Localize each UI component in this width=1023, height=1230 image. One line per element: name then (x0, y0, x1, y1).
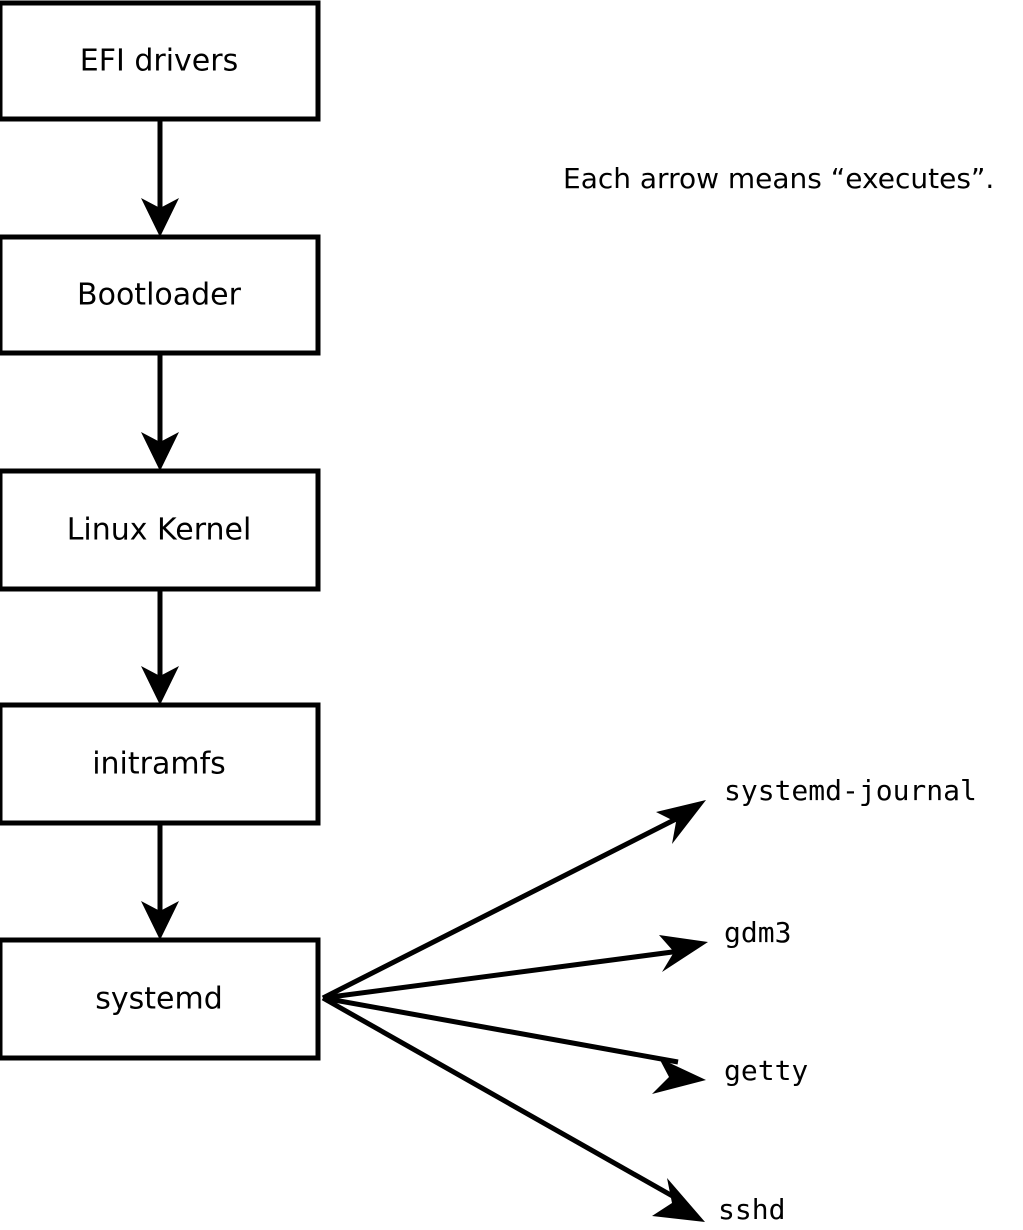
arrow-systemd-to-gdm3 (322, 935, 708, 1001)
service-label-systemd-journal: systemd-journal (724, 774, 977, 807)
boot-chain-group: EFI drivers Bootloader Linux Kernel init… (0, 0, 321, 1061)
arrow-head-icon (141, 198, 179, 237)
linux-kernel-label: Linux Kernel (67, 513, 252, 548)
systemd-box[interactable] (0, 937, 321, 1061)
node-bootloader[interactable]: Bootloader (0, 234, 321, 356)
arrow-head-icon (656, 800, 706, 844)
node-linux-kernel[interactable]: Linux Kernel (0, 468, 321, 592)
arrow-initramfs-to-systemd (141, 823, 179, 940)
systemd-fanout-group (321, 800, 708, 1222)
efi-drivers-box[interactable] (0, 0, 321, 122)
service-label-sshd: sshd (718, 1193, 785, 1226)
arrow-shaft (322, 948, 681, 1001)
arrow-systemd-to-getty (322, 995, 706, 1094)
arrow-linux-kernel-to-initramfs (141, 589, 179, 705)
bootloader-label: Bootloader (77, 278, 242, 313)
arrow-systemd-to-sshd (321, 995, 705, 1222)
bootloader-box[interactable] (0, 234, 321, 356)
diagram-caption: Each arrow means “executes”. (563, 162, 994, 195)
arrow-bootloader-to-linux-kernel (141, 353, 179, 471)
systemd-label: systemd (95, 982, 223, 1017)
node-efi-drivers[interactable]: EFI drivers (0, 0, 321, 122)
arrow-head-icon (141, 432, 179, 471)
arrow-head-icon (141, 666, 179, 705)
arrow-shaft (321, 995, 678, 1201)
arrow-shaft (322, 995, 679, 1065)
service-label-gdm3: gdm3 (724, 916, 791, 949)
arrow-efi-drivers-to-bootloader (141, 119, 179, 237)
arrow-systemd-to-systemd-journal (321, 800, 706, 1001)
node-systemd[interactable]: systemd (0, 937, 321, 1061)
service-labels-group: systemd-journal gdm3 getty sshd (718, 774, 977, 1226)
arrow-head-icon (141, 901, 179, 940)
arrow-head-icon (659, 935, 708, 972)
node-initramfs[interactable]: initramfs (0, 702, 321, 826)
linux-kernel-box[interactable] (0, 468, 321, 592)
efi-drivers-label: EFI drivers (80, 44, 238, 79)
initramfs-label: initramfs (92, 747, 226, 782)
arrow-shaft (321, 815, 680, 1001)
service-label-getty: getty (724, 1054, 808, 1087)
chain-arrows-group (141, 119, 179, 940)
arrow-head-icon (652, 1178, 705, 1222)
arrow-head-icon (652, 1058, 706, 1094)
